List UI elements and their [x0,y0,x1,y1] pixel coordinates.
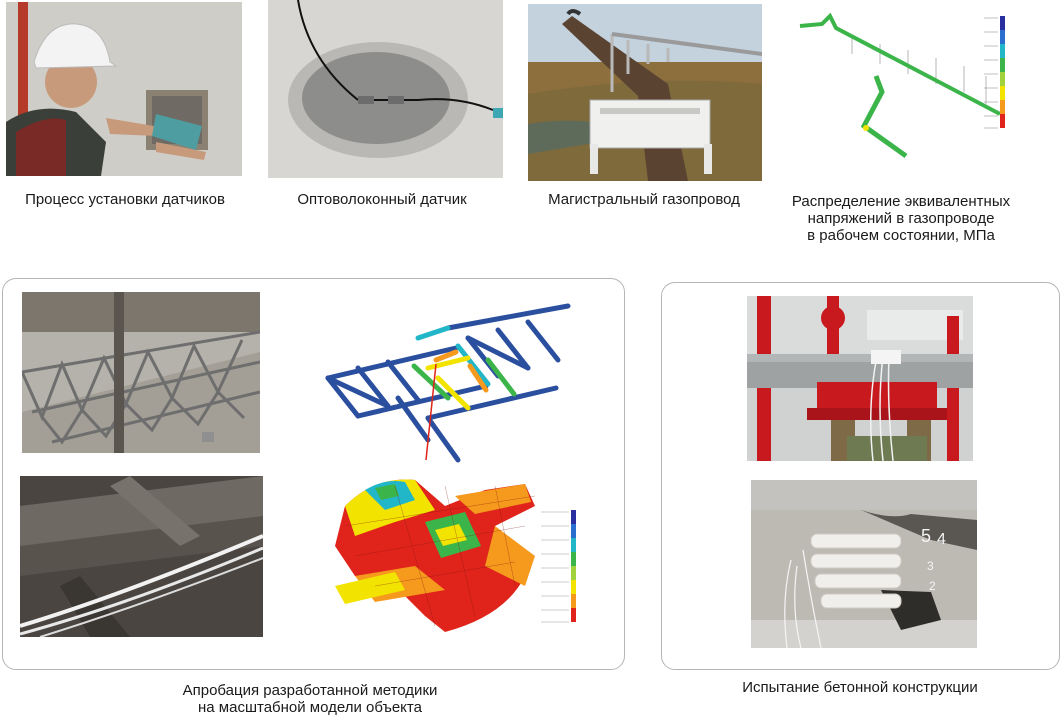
color-legend-bar [984,16,1005,129]
caption-stress-line-3: в рабочем состоянии, МПа [807,227,995,244]
photo-concrete-specimen: 5 4 3 2 [751,480,977,648]
fiber-sensor-image [268,0,503,178]
truss-fem-model [318,298,576,466]
photo-gas-pipeline [528,4,762,181]
joint-stress-contour [335,466,595,638]
caption-gas-pipeline: Магистральный газопровод [548,191,740,208]
gas-pipeline-image [528,4,762,181]
photo-fiber-sensor [268,0,503,178]
test-rig-image [747,296,973,461]
photo-sensor-installation [6,2,242,176]
svg-text:3: 3 [927,559,934,573]
svg-text:2: 2 [929,579,936,593]
photo-joint-closeup [20,476,263,637]
svg-text:4: 4 [937,531,946,548]
caption-fiber-sensor: Оптоволоконный датчик [297,191,467,208]
photo-test-rig [747,296,973,461]
photo-truss-model [22,292,260,453]
caption-concrete-test: Испытание бетонной конструкции [742,679,978,696]
sensor-installation-image [6,2,242,176]
truss-model-image [22,292,260,453]
caption-stress-line-1: Распределение эквивалентных [791,193,1011,210]
pipeline-stress-model [790,10,1022,160]
caption-scale-model-line-2: на масштабной модели объекта [198,699,422,716]
caption-scale-model: Апробация разработанной методики на масш… [150,682,470,716]
caption-stress-distribution: Распределение эквивалентных напряжений в… [776,193,1026,244]
joint-closeup-image [20,476,263,637]
color-legend-bar [541,510,576,623]
caption-sensor-installation: Процесс установки датчиков [25,191,225,208]
svg-text:5: 5 [921,526,931,546]
concrete-specimen-image: 5 4 3 2 [751,480,977,648]
stress-distribution-pipeline [790,10,1022,160]
red-arrow [425,363,437,461]
joint-fem-contour [335,466,595,638]
truss-stress-diagram [318,298,576,466]
caption-stress-line-2: напряжений в газопроводе [807,210,995,227]
caption-scale-model-line-1: Апробация разработанной методики [182,682,438,699]
